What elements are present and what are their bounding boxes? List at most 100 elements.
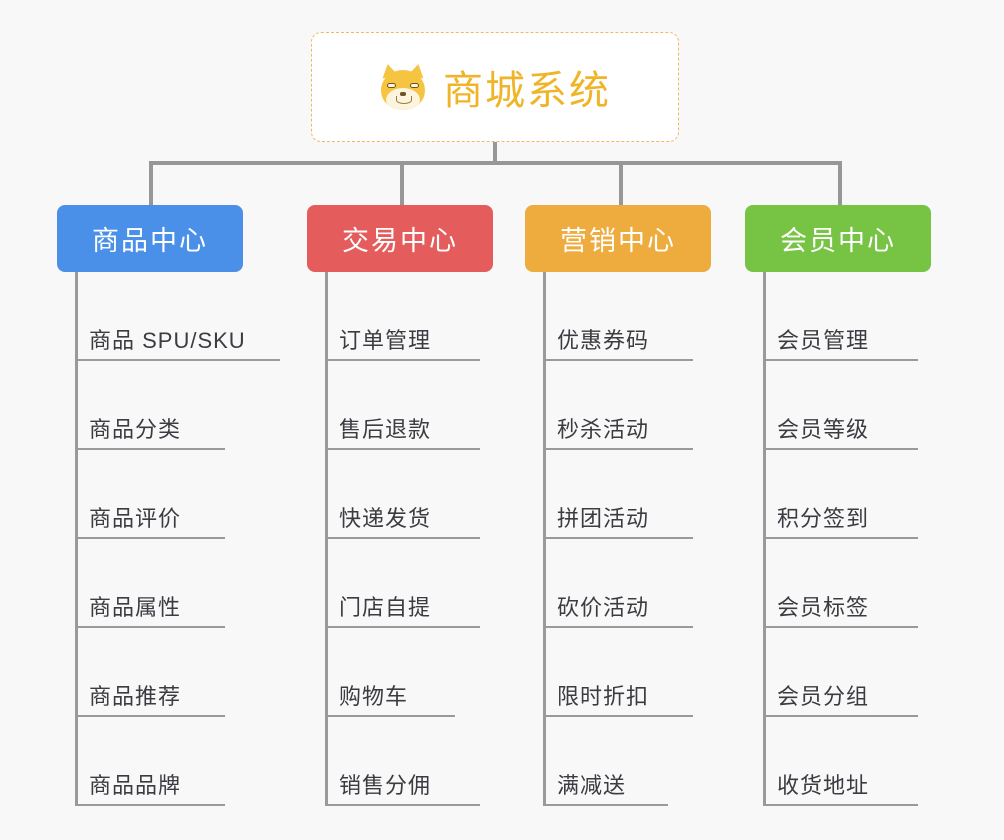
list-item-label: 满减送 [557,773,627,798]
list-item-label: 商品 SPU/SKU [89,328,246,353]
category-box-4[interactable]: 会员中心 [745,205,931,272]
list-item-label: 会员分组 [777,684,870,709]
list-item-underline [325,804,480,806]
list-item-label: 积分签到 [777,506,870,531]
list-item-underline [325,359,480,361]
list-item[interactable]: 门店自提 [325,539,493,628]
connector-drop-2 [400,161,404,205]
list-item-label: 门店自提 [339,595,432,620]
category-label: 营销中心 [560,226,676,256]
list-item[interactable]: 砍价活动 [543,539,711,628]
category-label: 交易中心 [342,226,458,256]
root-node-shop-system[interactable]: 商城系统 [311,32,679,142]
category-item-list-3: 优惠券码秒杀活动拼团活动砍价活动限时折扣满减送 [525,272,711,806]
list-item-underline [75,804,225,806]
root-node-title: 商城系统 [443,69,611,113]
list-spine-line [325,272,328,806]
list-item-label: 会员等级 [777,417,870,442]
list-item-underline [763,804,918,806]
list-item-label: 销售分佣 [339,773,432,798]
list-item[interactable]: 售后退款 [325,361,493,450]
category-column-1: 商品中心商品 SPU/SKU 商品分类商品评价商品属性商品推荐商品品牌 [57,205,280,806]
list-item-underline [325,448,480,450]
list-item-underline [75,626,225,628]
list-item-underline [75,537,225,539]
list-item[interactable]: 快递发货 [325,450,493,539]
list-spine-line [75,272,78,806]
list-item-label: 商品分类 [89,417,182,442]
list-item[interactable]: 会员标签 [763,539,931,628]
list-item[interactable]: 商品分类 [75,361,243,450]
category-label: 商品中心 [92,226,208,256]
list-item-underline [325,537,480,539]
list-item-label: 拼团活动 [557,506,650,531]
list-item[interactable]: 订单管理 [325,272,493,361]
list-item-label: 会员标签 [777,595,870,620]
list-item-label: 砍价活动 [557,595,650,620]
category-box-3[interactable]: 营销中心 [525,205,711,272]
list-item[interactable]: 销售分佣 [325,717,493,806]
connector-drop-1 [149,161,153,205]
list-item-underline [543,537,693,539]
list-item-label: 秒杀活动 [557,417,650,442]
list-item-label: 限时折扣 [557,684,650,709]
category-box-1[interactable]: 商品中心 [57,205,243,272]
list-item[interactable]: 限时折扣 [543,628,711,717]
category-item-list-1: 商品 SPU/SKU 商品分类商品评价商品属性商品推荐商品品牌 [57,272,280,806]
list-item-label: 快递发货 [339,506,432,531]
list-item[interactable]: 秒杀活动 [543,361,711,450]
connector-root-stem [493,142,497,164]
shiba-dog-face-icon [379,62,429,112]
list-item[interactable]: 优惠券码 [543,272,711,361]
category-label: 会员中心 [780,226,896,256]
list-item-underline [543,359,693,361]
list-item-underline [763,626,918,628]
list-item[interactable]: 会员分组 [763,628,931,717]
list-item-underline [543,448,693,450]
list-item-underline [763,359,918,361]
list-item-label: 订单管理 [339,328,432,353]
list-item-underline [75,448,225,450]
list-item[interactable]: 商品推荐 [75,628,243,717]
connector-drop-3 [619,161,623,205]
category-item-list-4: 会员管理会员等级积分签到会员标签会员分组收货地址 [745,272,931,806]
list-item-label: 商品属性 [89,595,182,620]
list-item-underline [75,359,280,361]
list-item-label: 优惠券码 [557,328,650,353]
list-item-underline [543,804,668,806]
list-item[interactable]: 购物车 [325,628,493,717]
list-spine-line [543,272,546,806]
list-item-underline [543,715,693,717]
list-item-underline [763,448,918,450]
list-item[interactable]: 商品品牌 [75,717,243,806]
list-item-label: 商品评价 [89,506,182,531]
list-item-label: 商品推荐 [89,684,182,709]
category-box-2[interactable]: 交易中心 [307,205,493,272]
list-item-label: 会员管理 [777,328,870,353]
list-item[interactable]: 会员等级 [763,361,931,450]
list-item[interactable]: 商品属性 [75,539,243,628]
list-spine-line [763,272,766,806]
category-column-4: 会员中心会员管理会员等级积分签到会员标签会员分组收货地址 [745,205,931,806]
list-item[interactable]: 满减送 [543,717,711,806]
list-item-underline [543,626,693,628]
list-item-underline [325,715,455,717]
list-item[interactable]: 商品 SPU/SKU [75,272,280,361]
list-item[interactable]: 商品评价 [75,450,243,539]
list-item-label: 收货地址 [777,773,870,798]
list-item-underline [75,715,225,717]
category-item-list-2: 订单管理售后退款快递发货门店自提购物车销售分佣 [307,272,493,806]
connector-drop-4 [838,161,842,205]
connector-horizontal-bus [149,161,840,165]
list-item-label: 购物车 [339,684,409,709]
list-item[interactable]: 会员管理 [763,272,931,361]
list-item[interactable]: 收货地址 [763,717,931,806]
category-column-3: 营销中心优惠券码秒杀活动拼团活动砍价活动限时折扣满减送 [525,205,711,806]
list-item-underline [325,626,480,628]
list-item[interactable]: 拼团活动 [543,450,711,539]
list-item-label: 售后退款 [339,417,432,442]
category-column-2: 交易中心订单管理售后退款快递发货门店自提购物车销售分佣 [307,205,493,806]
list-item-underline [763,715,918,717]
list-item[interactable]: 积分签到 [763,450,931,539]
